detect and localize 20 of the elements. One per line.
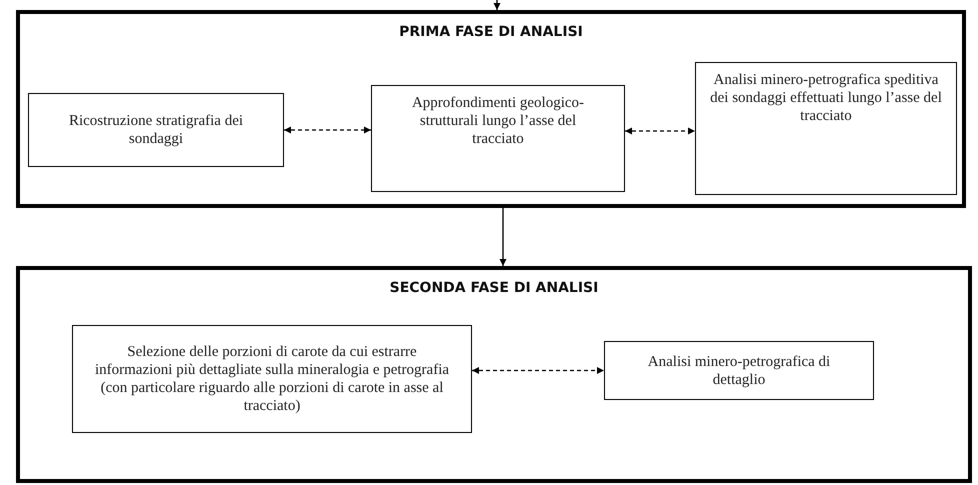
phase-panel [16, 266, 972, 483]
box-text: Approfondimenti geologico-strutturali lungo l’asse del tracciato [410, 94, 586, 148]
arrow [494, 0, 500, 10]
process-box [371, 85, 625, 192]
process-box [72, 325, 472, 433]
box-text: Selezione delle porzioni di carote da cui estrarre informazioni più dettagliate sulla mineralogia e petrografia [94, 343, 450, 379]
process-box [695, 62, 957, 195]
box-text: Analisi minero-petrografica speditiva dei sondaggi effettuati lungo l’asse del tracciato [709, 71, 943, 125]
process-box [604, 341, 874, 400]
box-text: (con particolare riguardo alle porzioni di carote in asse al tracciato) [100, 379, 444, 415]
phase-panel [16, 10, 966, 208]
box-text: Analisi minero-petrografica di dettaglio [646, 352, 832, 388]
arrow [472, 367, 604, 374]
box-text: Ricostruzione stratigrafia dei sondaggi [68, 112, 244, 148]
arrow [284, 126, 371, 134]
panel-heading: SECONDA FASE DI ANALISI [388, 280, 600, 296]
panel-heading: PRIMA FASE DI ANALISI [398, 24, 584, 40]
process-box [28, 93, 284, 167]
arrow [625, 128, 695, 134]
arrow [500, 208, 506, 266]
